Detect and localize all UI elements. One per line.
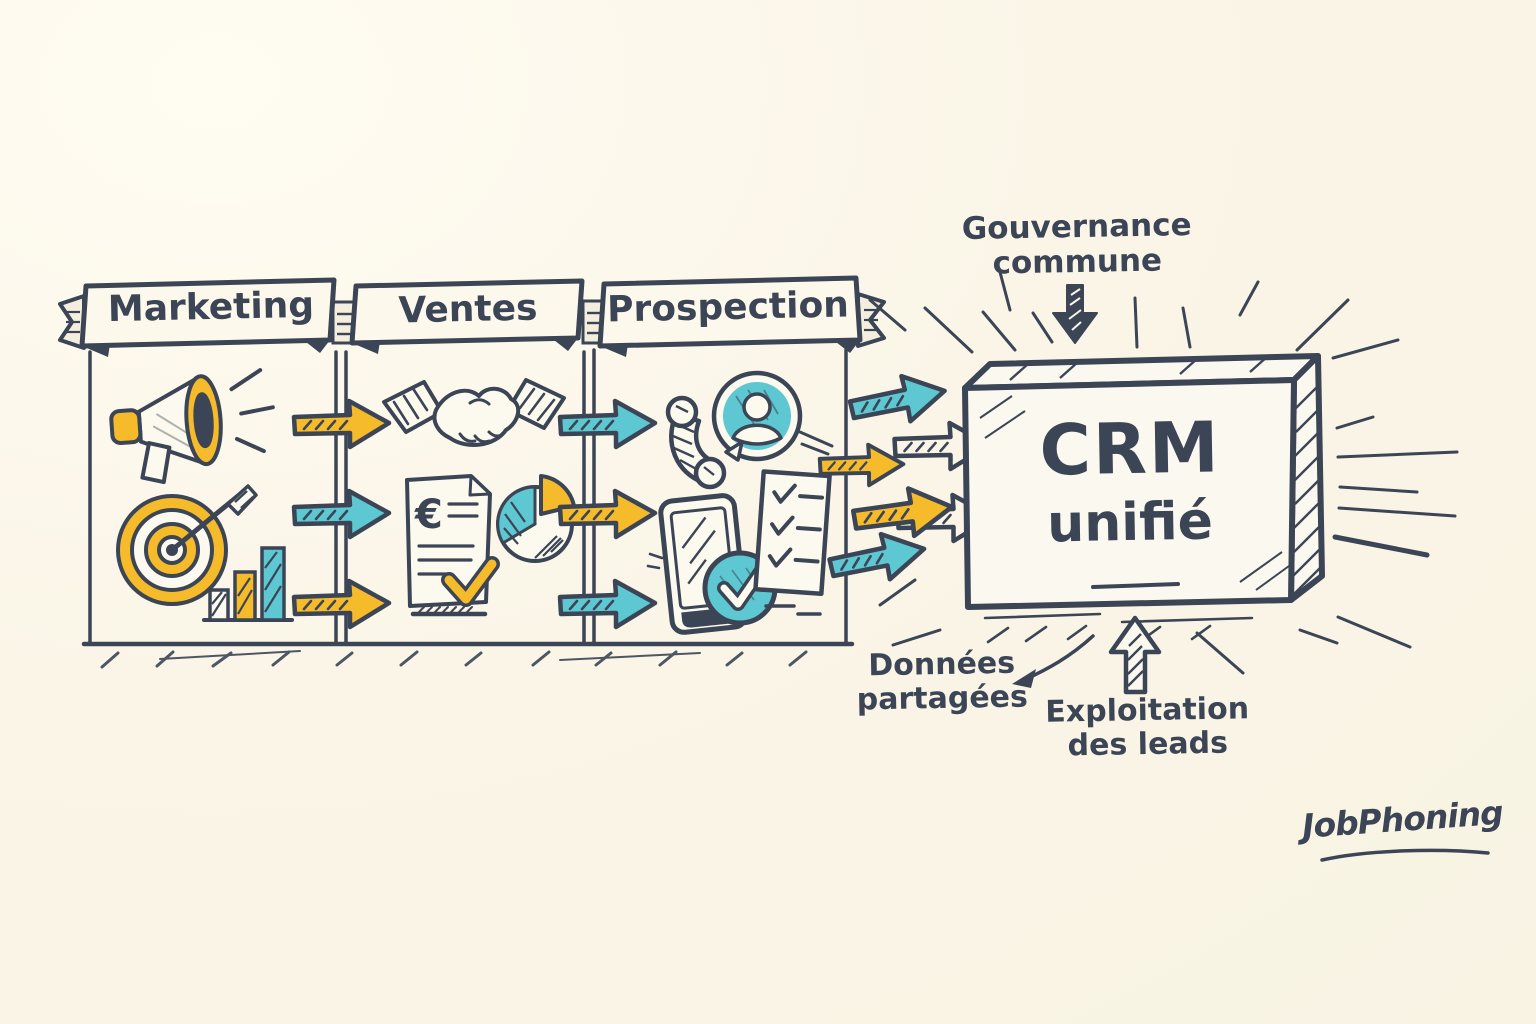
flow-arrow-marketing-3 xyxy=(292,576,392,632)
logo-underline xyxy=(1320,848,1490,862)
handshake-icon xyxy=(382,378,566,447)
column-frames xyxy=(81,348,855,647)
flow-arrow-marketing-2 xyxy=(292,486,392,542)
up-arrow-icon xyxy=(1108,615,1162,695)
annotation-governance: Gouvernance commune xyxy=(961,207,1192,282)
column-title-prospection: Prospection xyxy=(606,284,850,331)
ground-hatching xyxy=(100,650,808,669)
crm-subtitle: unifié xyxy=(1046,491,1214,555)
marketing-banner-ribbon xyxy=(58,277,337,357)
annotation-leads: Exploitation des leads xyxy=(1045,691,1250,763)
ventes-banner-ribbon xyxy=(349,278,585,354)
down-arrow-icon xyxy=(1052,284,1098,344)
contact-icon xyxy=(665,370,834,490)
flow-arrow-ventes-1 xyxy=(558,396,658,452)
column-title-ventes: Ventes xyxy=(398,287,538,332)
crm-title: CRM xyxy=(1038,406,1222,492)
checklist-icon xyxy=(753,469,832,597)
phone-icon xyxy=(665,395,727,490)
prospection-banner-ribbon xyxy=(597,275,886,357)
target-icon xyxy=(116,484,294,622)
megaphone-icon xyxy=(109,368,275,485)
flow-arrow-ventes-2 xyxy=(558,486,658,542)
box-hatching xyxy=(979,355,1322,597)
smartphone-icon xyxy=(646,469,832,635)
burst-lines xyxy=(868,270,1459,675)
column-title-marketing: Marketing xyxy=(107,284,315,331)
annotation-shared-data: Données partagées xyxy=(856,645,1029,718)
invoice-icon: € xyxy=(405,474,576,617)
bar-chart-icon xyxy=(202,546,294,622)
pie-chart-icon xyxy=(496,474,576,563)
shared-data-arrow xyxy=(1012,634,1095,688)
crm-box xyxy=(868,270,1459,675)
flow-arrow-marketing-1 xyxy=(292,396,392,452)
flow-arrow-ventes-3 xyxy=(558,576,658,632)
euro-symbol: € xyxy=(414,492,443,538)
